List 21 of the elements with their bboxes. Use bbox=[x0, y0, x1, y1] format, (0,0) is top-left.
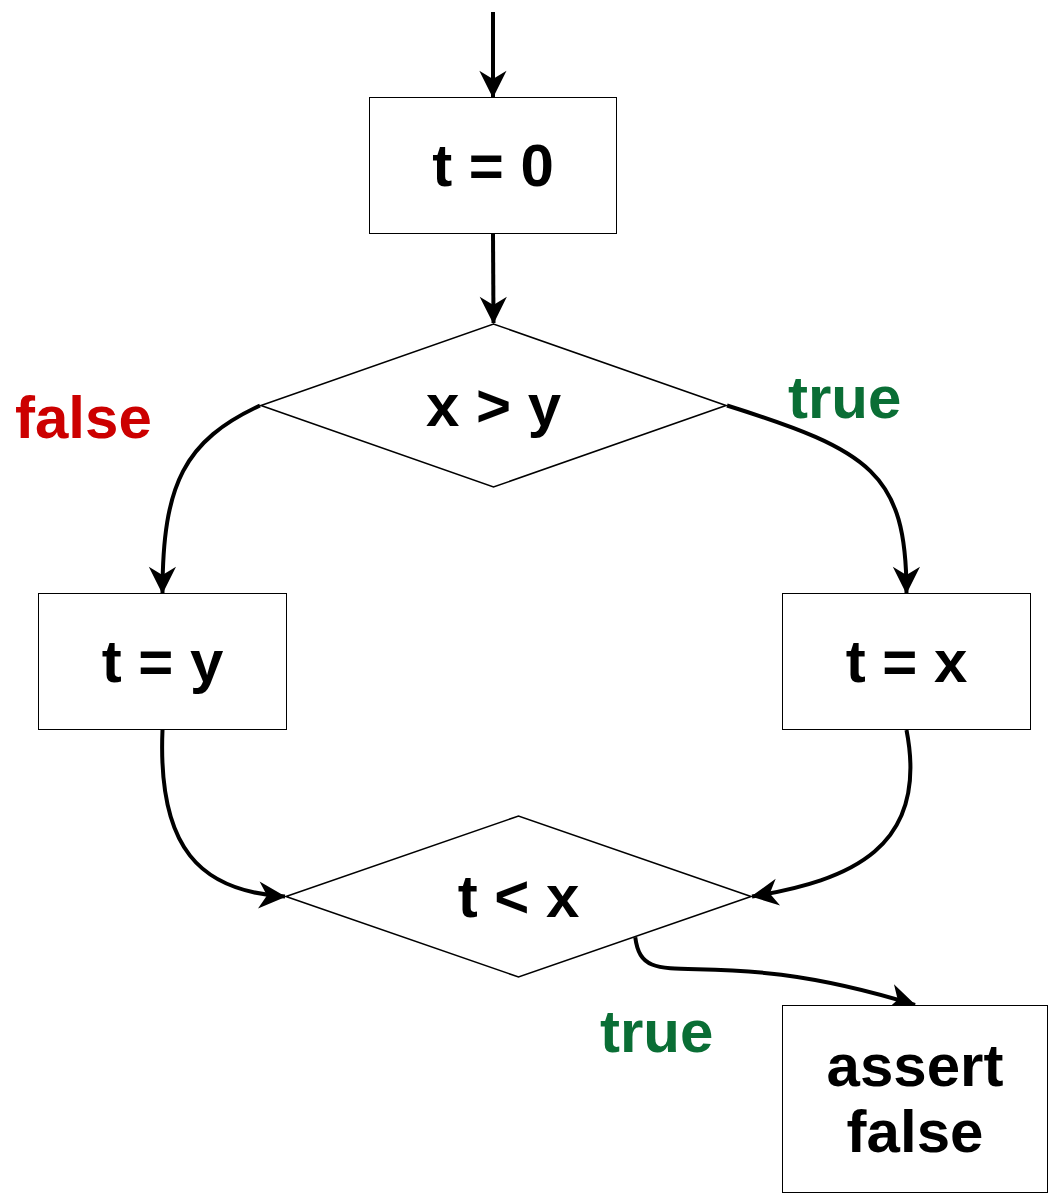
node-label: t < x bbox=[457, 863, 580, 930]
decision-diamond bbox=[260, 323, 727, 488]
arrow bbox=[751, 729, 913, 906]
edge-label: true bbox=[600, 1002, 714, 1062]
arrow bbox=[726, 403, 920, 594]
node-label: t = y bbox=[101, 628, 224, 695]
arrow bbox=[479, 234, 507, 324]
node-label: t = x bbox=[845, 628, 968, 695]
process-box bbox=[782, 1005, 1048, 1193]
arrow bbox=[149, 403, 261, 594]
arrow bbox=[479, 12, 507, 98]
arrow bbox=[160, 729, 286, 908]
edge-label: true bbox=[788, 368, 902, 428]
process-box bbox=[38, 593, 287, 730]
node-label: x > y bbox=[425, 372, 562, 439]
process-box bbox=[369, 97, 617, 234]
edge-label: false bbox=[15, 388, 152, 448]
node-label: t = 0 bbox=[432, 132, 554, 199]
node-label: assert false bbox=[825, 1033, 1005, 1165]
decision-diamond bbox=[285, 815, 752, 978]
process-box bbox=[782, 593, 1031, 730]
